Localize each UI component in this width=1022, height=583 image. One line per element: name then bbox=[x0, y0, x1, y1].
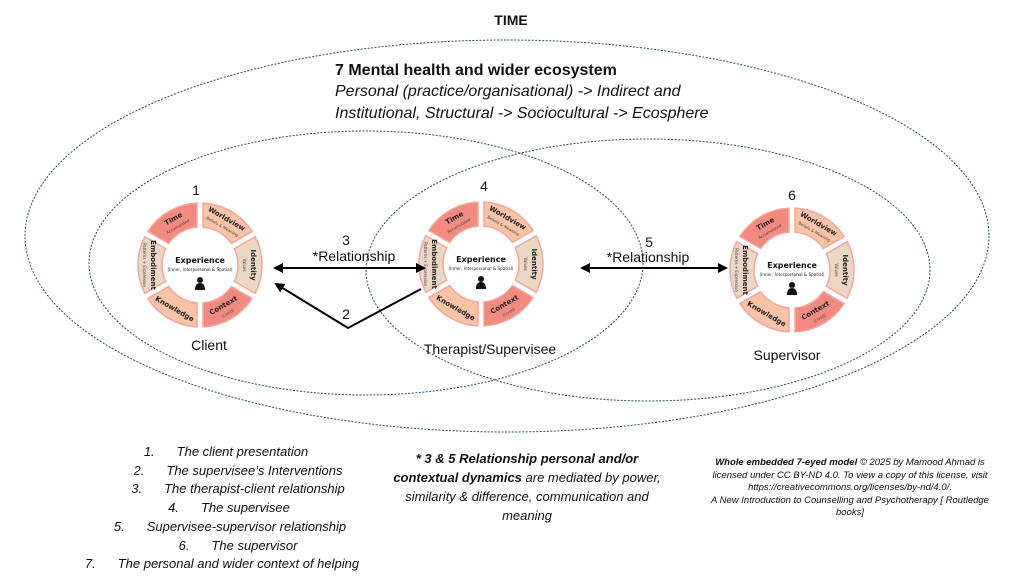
node-number: 6 bbox=[788, 187, 796, 203]
node-number: 4 bbox=[480, 178, 488, 194]
license-link[interactable]: https://creativecommons.org/licenses/by-… bbox=[748, 482, 950, 493]
wheel-center-subtitle: (Inner, Interpersonal & Spatial) bbox=[448, 266, 513, 271]
legend-item-text: The client presentation bbox=[176, 444, 309, 459]
wheel-center-title: Experience bbox=[456, 255, 506, 264]
legend-item-text: Supervisee-supervisor relationship bbox=[146, 518, 347, 534]
time-label: TIME bbox=[494, 12, 528, 28]
segment-label: Embodiment bbox=[741, 245, 749, 295]
ecosystem-ellipse bbox=[24, 39, 990, 433]
person-icon bbox=[787, 282, 797, 295]
legend-item-number: 4. bbox=[168, 500, 179, 516]
license-credit: Whole embedded 7-eyed model © 2025 by Ma… bbox=[700, 457, 1000, 520]
node-label-therapist: Therapist/Supervisee bbox=[423, 341, 557, 357]
legend-list-item: 3. The therapist-client relationship bbox=[131, 481, 345, 496]
wheel-center-title: Experience bbox=[767, 261, 817, 270]
relationship-number: 3 bbox=[342, 232, 350, 248]
segment-label: Identity bbox=[249, 249, 257, 280]
segment-sublabel: Values bbox=[242, 258, 247, 271]
intervention-2-arrow bbox=[274, 282, 422, 330]
legend-item-number: 7. bbox=[84, 556, 96, 572]
segment-label: Identity bbox=[841, 254, 849, 285]
legend-item-text: The supervisor bbox=[211, 537, 298, 553]
wheel-segment-context bbox=[794, 290, 846, 333]
legend-item-number: 3. bbox=[131, 481, 143, 497]
segment-sublabel: (Lived) bbox=[502, 306, 517, 317]
wheel-segment-knowledge bbox=[738, 290, 790, 333]
wheel-segment-worldview bbox=[794, 207, 846, 250]
legend-item-text: The supervisee bbox=[200, 500, 290, 516]
wheel-segment-context bbox=[202, 285, 254, 328]
wheel-center-subtitle: (Inner, Interpersonal & Spatial) bbox=[167, 267, 232, 272]
credit-title: Whole embedded 7-eyed model bbox=[715, 457, 858, 468]
ecosystem-subtitle-line: Personal (practice/organisational) -> In… bbox=[335, 83, 681, 100]
wheel-segment-time bbox=[427, 201, 479, 244]
legend-item-number: 2. bbox=[133, 462, 145, 478]
wheel-center-subtitle: (Inner, Interpersonal & Spatial) bbox=[759, 272, 824, 277]
legend-item-number: 6. bbox=[178, 537, 190, 553]
segment-sublabel: Values bbox=[523, 257, 528, 270]
segment-sublabel: (Lived) bbox=[813, 312, 828, 323]
wheel-center-title: Experience bbox=[175, 256, 225, 265]
wheel-segment-worldview bbox=[483, 201, 535, 244]
legend-item-text: The supervisee’s Interventions bbox=[166, 462, 343, 478]
segment-sublabel: Patterns + Expression bbox=[142, 243, 147, 288]
relationship-label: *Relationship bbox=[606, 249, 690, 265]
relationship-number: 5 bbox=[645, 234, 653, 250]
wheel-segment-knowledge bbox=[427, 284, 479, 327]
ecosystem-title: 7 Mental health and wider ecosystem bbox=[335, 62, 617, 79]
intervention-number: 2 bbox=[342, 306, 350, 322]
wheel-segment-context bbox=[483, 284, 535, 327]
segment-label: Embodiment bbox=[149, 240, 157, 290]
credit-text: © 2025 by Mamood Ahmad is licensed under… bbox=[712, 457, 988, 481]
wheel-segment-knowledge bbox=[146, 285, 198, 328]
wheel-segment-worldview bbox=[202, 202, 254, 245]
person-icon bbox=[195, 277, 205, 290]
ecosystem-subtitle-line: Institutional, Structural -> Sociocultur… bbox=[335, 105, 709, 122]
segment-label: Embodiment bbox=[430, 239, 438, 289]
segment-sublabel: (Lived) bbox=[221, 307, 236, 318]
person-icon bbox=[476, 276, 486, 289]
legend-list-item: 6. The supervisor bbox=[179, 538, 298, 553]
credit-text: . bbox=[949, 482, 952, 493]
relationship-note: * 3 & 5 Relationship personal and/or con… bbox=[382, 449, 672, 525]
wheel-segment-embodiment bbox=[418, 234, 448, 294]
legend-list-item: 7. The personal and wider context of help… bbox=[85, 556, 359, 571]
segment-sublabel: Values bbox=[834, 263, 839, 276]
wheel-segment-identity bbox=[233, 235, 263, 295]
note-bold: * 3 & 5 Relationship personal and/or con… bbox=[393, 451, 639, 485]
wheel-segment-time bbox=[738, 207, 790, 250]
legend-list-item: 4. The supervisee bbox=[168, 500, 290, 515]
legend-list-item: 5. Supervisee-supervisor relationship bbox=[114, 519, 346, 534]
wheel-segment-identity bbox=[514, 234, 544, 294]
relationship-label: *Relationship bbox=[312, 248, 396, 264]
legend-item-number: 1. bbox=[143, 444, 155, 459]
legend-item-number: 5. bbox=[113, 518, 125, 534]
legend-item-text: The personal and wider context of helpin… bbox=[117, 556, 360, 572]
wheel-segment-embodiment bbox=[729, 240, 759, 300]
node-label-supervisor: Supervisor bbox=[753, 347, 821, 363]
segment-sublabel: Patterns + Expression bbox=[423, 242, 428, 287]
wheel-segment-time bbox=[146, 202, 198, 245]
legend-list-item: 1. The client presentation bbox=[144, 444, 308, 459]
node-number: 1 bbox=[192, 182, 200, 198]
node-label-client: Client bbox=[191, 337, 227, 353]
wheel-segment-embodiment bbox=[137, 235, 167, 295]
wheel-segment-identity bbox=[825, 240, 855, 300]
note-text: are mediated by power, similarity & diff… bbox=[405, 470, 661, 523]
book-reference: A New Introduction to Counselling and Ps… bbox=[711, 494, 989, 519]
segment-sublabel: Patterns + Expression bbox=[734, 248, 739, 293]
segment-label: Identity bbox=[530, 248, 538, 279]
legend-list-item: 2. The supervisee’s Interventions bbox=[134, 463, 343, 478]
legend-item-text: The therapist-client relationship bbox=[164, 481, 345, 497]
